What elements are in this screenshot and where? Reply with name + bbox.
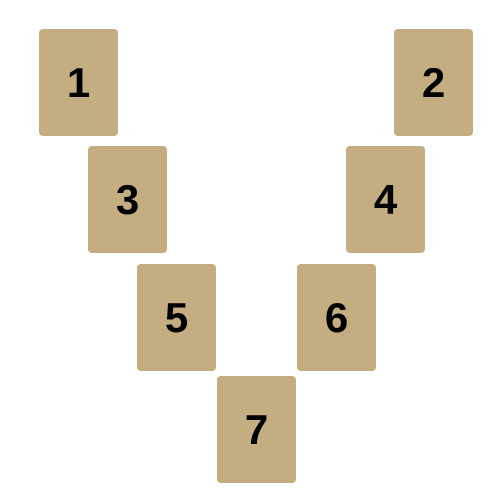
- card-position-2[interactable]: 2: [394, 29, 473, 136]
- card-position-6[interactable]: 6: [297, 264, 376, 371]
- card-number: 7: [244, 405, 269, 453]
- card-position-3[interactable]: 3: [88, 146, 167, 253]
- card-number: 2: [421, 58, 446, 106]
- card-position-5[interactable]: 5: [137, 264, 216, 371]
- card-number: 3: [115, 175, 140, 223]
- card-position-4[interactable]: 4: [346, 146, 425, 253]
- card-number: 4: [373, 175, 398, 223]
- card-position-7[interactable]: 7: [217, 376, 296, 483]
- card-number: 6: [324, 293, 349, 341]
- card-position-1[interactable]: 1: [39, 29, 118, 136]
- card-number: 1: [66, 58, 91, 106]
- card-number: 5: [164, 293, 189, 341]
